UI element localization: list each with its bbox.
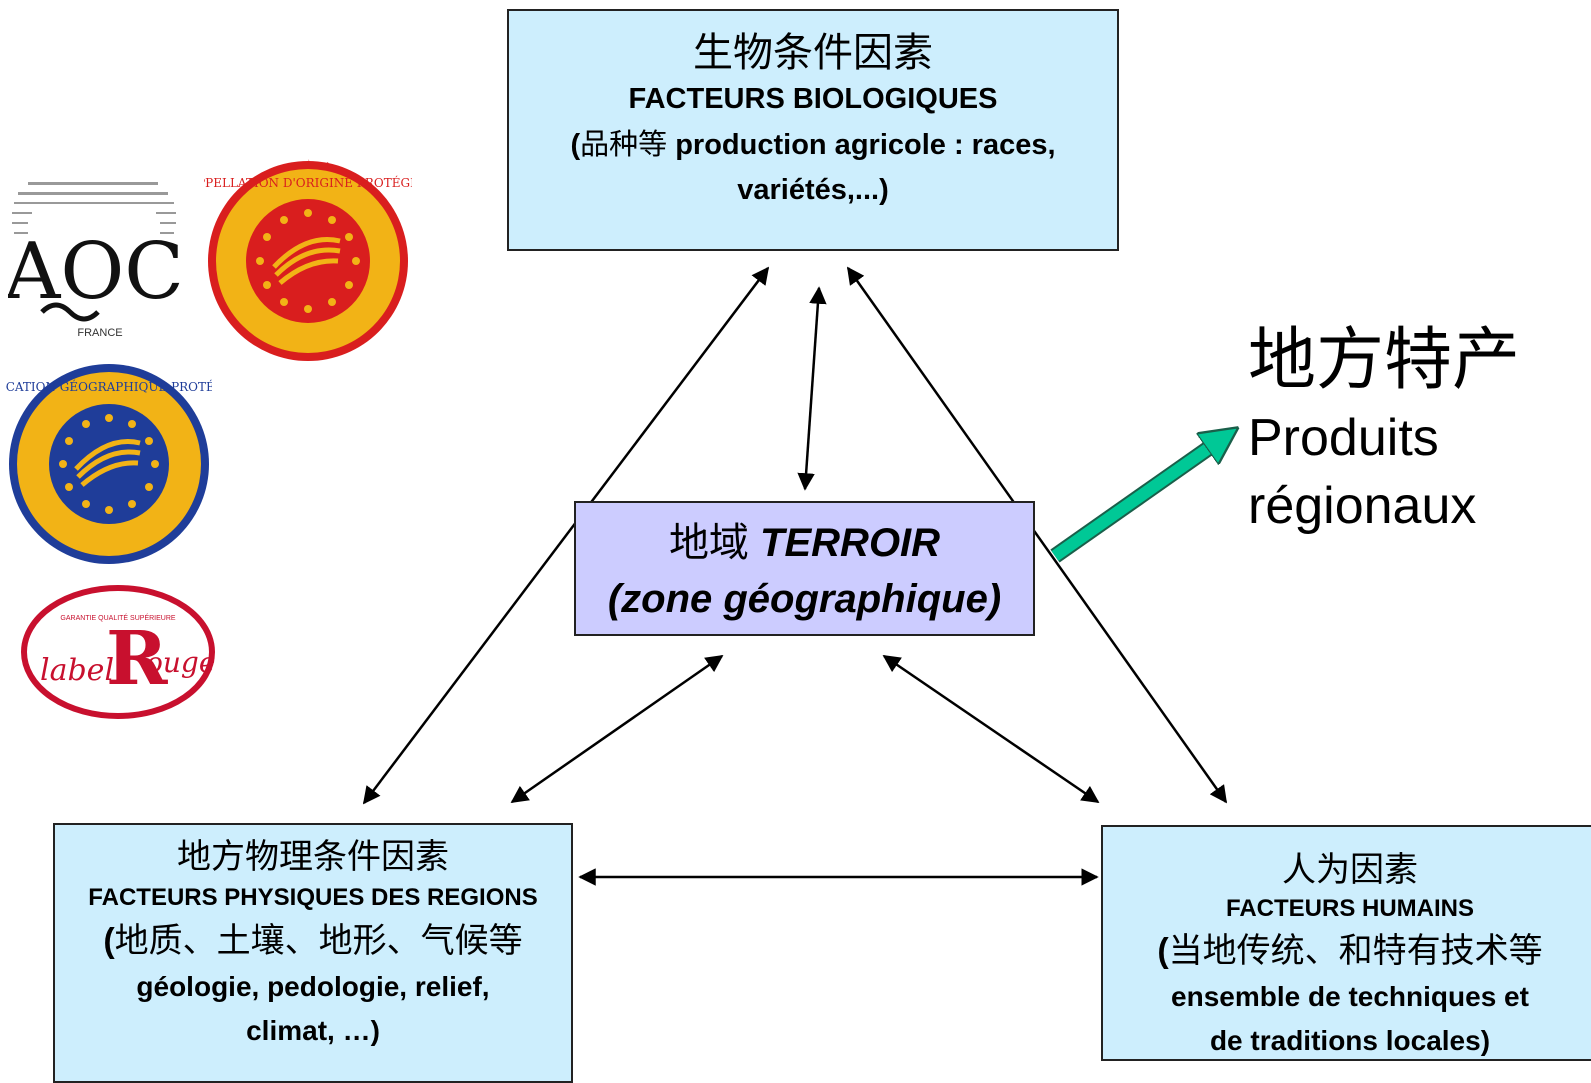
label-rouge-logo: GARANTIE QUALITÉ SUPÉRIEURE label R ouge — [21, 585, 215, 719]
terroir-subtitle: (zone géographique) — [607, 577, 1002, 621]
arrow-terroir-human — [882, 654, 1100, 804]
human-detail-zh: (当地传统、和特有技术等 — [1157, 931, 1543, 971]
biological-zh-title: 生物条件因素 — [693, 30, 933, 76]
aoc-logo: AOC FRANCE — [8, 182, 180, 339]
label-rouge-rouge: ouge — [146, 646, 215, 679]
arrow-bio-human — [846, 266, 1228, 804]
aop-seal-logo: APPELLATION D'ORIGINE PROTÉGÉE — [204, 159, 412, 361]
aop-ring-text: APPELLATION D'ORIGINE PROTÉGÉE — [204, 175, 412, 190]
aoc-letters: AOC — [8, 227, 180, 317]
physical-factors-box: 地方物理条件因素 FACTEURS PHYSIQUES DES REGIONS … — [53, 823, 573, 1083]
products-fr-line1: Produits — [1248, 409, 1439, 467]
physical-fr-title: FACTEURS PHYSIQUES DES REGIONS — [88, 884, 538, 911]
physical-detail-zh: (地质、土壤、地形、气候等 — [103, 921, 523, 961]
products-fr-line2: régionaux — [1248, 477, 1477, 535]
biological-fr-title: FACTEURS BIOLOGIQUES — [628, 83, 998, 115]
igp-seal-logo: INDICATION GÉOGRAPHIQUE PROTÉGÉE — [6, 364, 212, 564]
label-rouge-top-text: GARANTIE QUALITÉ SUPÉRIEURE — [60, 613, 175, 622]
terroir-title: 地域 TERROIR — [668, 520, 941, 566]
human-zh-title: 人为因素 — [1282, 850, 1418, 890]
human-detail-fr-2: de traditions locales) — [1209, 1025, 1491, 1056]
physical-detail-fr-2: climat, …) — [246, 1015, 380, 1046]
biological-factors-box: 生物条件因素 FACTEURS BIOLOGIQUES (品种等 product… — [507, 9, 1119, 251]
human-factors-box: 人为因素 FACTEURS HUMAINS (当地传统、和特有技术等 ensem… — [1101, 825, 1591, 1061]
arrow-bio-physical — [362, 266, 770, 805]
label-rouge-r: R — [106, 616, 168, 702]
arrow-terroir-bio — [797, 286, 827, 491]
human-detail-fr: ensemble de techniques et — [1171, 981, 1529, 1012]
label-rouge-label: label — [40, 653, 114, 688]
physical-detail-fr: géologie, pedologie, relief, — [136, 971, 490, 1002]
physical-zh-title: 地方物理条件因素 — [177, 837, 449, 877]
arrow-terroir-physical — [510, 654, 724, 804]
igp-ring-text: INDICATION GÉOGRAPHIQUE PROTÉGÉE — [6, 379, 212, 394]
products-zh: 地方特产 — [1248, 321, 1521, 400]
biological-detail-2: variétés,...) — [737, 174, 889, 206]
regional-products: 地方特产 Produits régionaux — [1248, 318, 1520, 540]
human-fr-title: FACTEURS HUMAINS — [1225, 895, 1474, 922]
aoc-country: FRANCE — [77, 327, 122, 339]
biological-detail: (品种等 production agricole : races, — [570, 127, 1056, 161]
terroir-box: 地域 TERROIR (zone géographique) — [574, 501, 1035, 636]
